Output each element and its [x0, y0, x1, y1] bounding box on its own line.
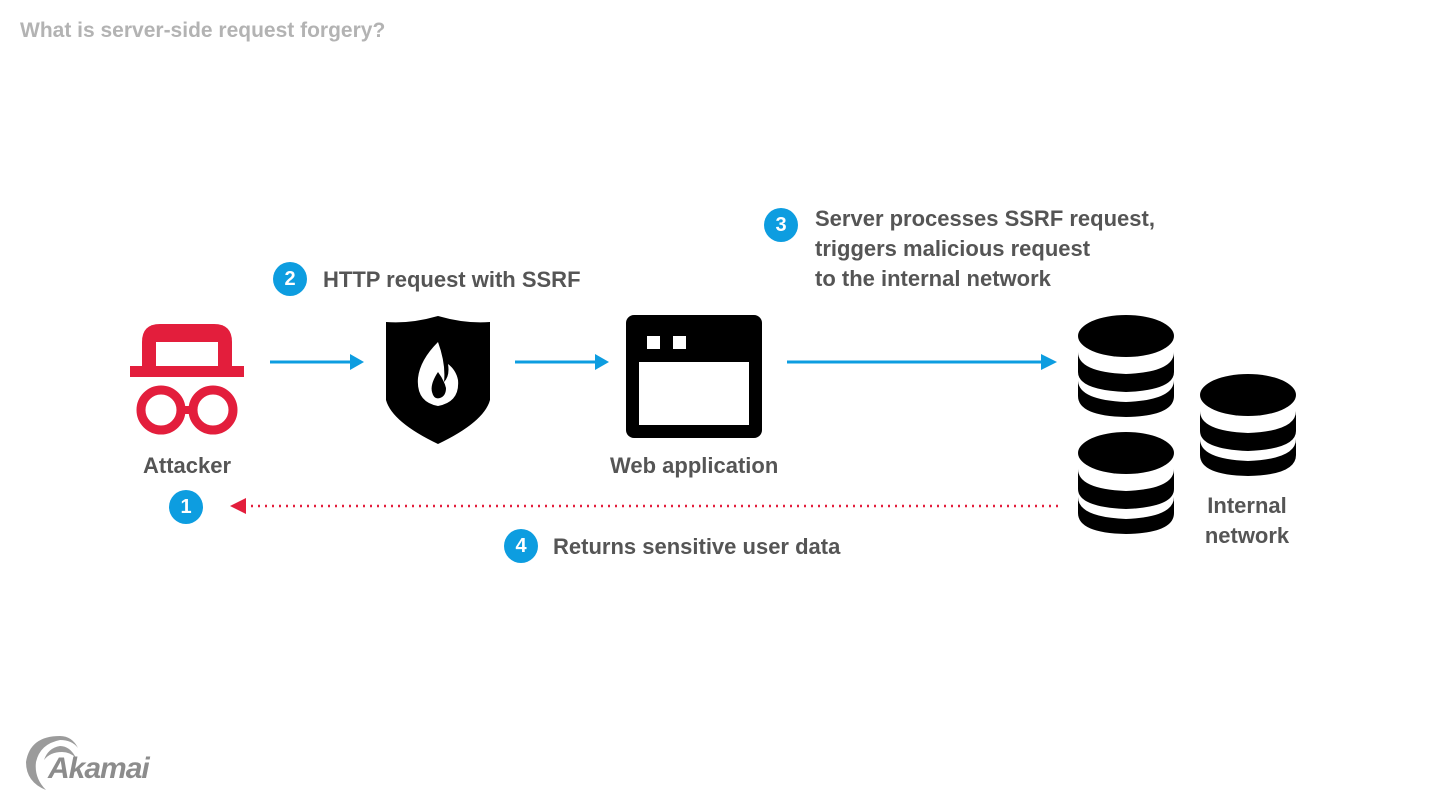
step-2-badge: 2	[273, 262, 307, 296]
browser-window-icon	[626, 315, 762, 438]
webapp-label: Web application	[610, 453, 779, 478]
internal-label-line-1: Internal	[1207, 493, 1287, 518]
arrow-webapp-to-internal	[787, 354, 1057, 370]
akamai-logo-text: Akamai	[48, 752, 150, 785]
page-title: What is server-side request forgery?	[20, 19, 386, 42]
arrow-firewall-to-webapp	[515, 354, 609, 370]
database-icon	[1078, 432, 1174, 534]
step-1-badge: 1	[169, 490, 203, 524]
arrow-return-dotted	[230, 498, 1060, 514]
step-4-text: Returns sensitive user data	[553, 534, 841, 559]
arrow-attacker-to-firewall	[270, 354, 364, 370]
database-icon	[1078, 315, 1174, 417]
database-icon	[1200, 374, 1296, 476]
shield-flame-icon	[386, 316, 490, 444]
step-3-line-1: Server processes SSRF request,	[815, 206, 1155, 231]
internal-label-line-2: network	[1204, 523, 1290, 548]
akamai-logo-icon	[26, 736, 78, 790]
step-2-text: HTTP request with SSRF	[323, 267, 581, 292]
step-4-badge: 4	[504, 529, 538, 563]
spy-icon	[130, 324, 244, 435]
step-3-badge: 3	[764, 208, 798, 242]
attacker-label: Attacker	[143, 453, 232, 478]
step-3-line-2: triggers malicious request	[815, 236, 1091, 261]
step-3-line-3: to the internal network	[815, 266, 1051, 291]
step-3-text: Server processes SSRF request, triggers …	[815, 204, 1155, 294]
internal-network-label: Internal network	[1203, 491, 1291, 551]
